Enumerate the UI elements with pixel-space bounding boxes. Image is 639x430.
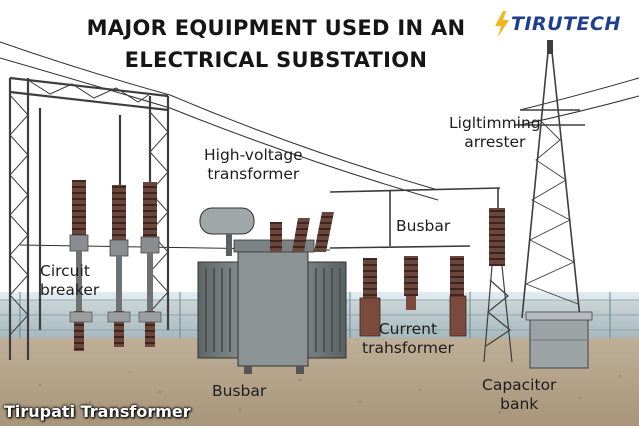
circuit-breaker	[69, 180, 162, 351]
brand-logo: TIRUTECH	[493, 9, 621, 39]
title-line-1: MAJOR EQUIPMENT USED IN AN	[86, 16, 466, 40]
label-line: Capacitor	[482, 376, 557, 394]
label-circuit-breaker: Circuit breaker	[40, 262, 99, 300]
title-line-2: ELECTRICAL SUBSTATION	[124, 48, 428, 72]
label-line: arrester	[464, 133, 526, 151]
current-transformer	[359, 256, 467, 337]
footer-caption: Tirupati Transformer	[4, 402, 191, 421]
capacitor-bank	[525, 311, 593, 369]
label-capacitor-bank: Capacitor bank	[482, 376, 556, 414]
overhead-lines	[0, 41, 639, 251]
label-line: bank	[500, 395, 539, 413]
left-gantry	[8, 76, 170, 360]
label-busbar-top: Busbar	[396, 217, 451, 235]
label-line: transformer	[207, 165, 300, 183]
label-line: Circuit	[40, 262, 90, 280]
label-line: High-voltage	[204, 146, 303, 164]
lightning-arrester	[483, 40, 585, 363]
label-line: Current	[378, 320, 438, 338]
label-busbar-bottom: Busbar	[212, 382, 267, 400]
label-line: Ligltimming	[449, 114, 541, 132]
label-line: trahsformer	[362, 339, 454, 357]
label-line: breaker	[40, 281, 100, 299]
label-high-voltage-transformer: High-voltage transformer	[204, 146, 303, 184]
label-lightning-arrester: Ligltimming arrester	[449, 114, 541, 152]
brand-name: TIRUTECH	[511, 13, 621, 35]
label-current-transformer: Current trahsformer	[362, 320, 454, 358]
lightning-bolt-icon	[495, 11, 509, 37]
high-voltage-transformer	[197, 207, 347, 374]
